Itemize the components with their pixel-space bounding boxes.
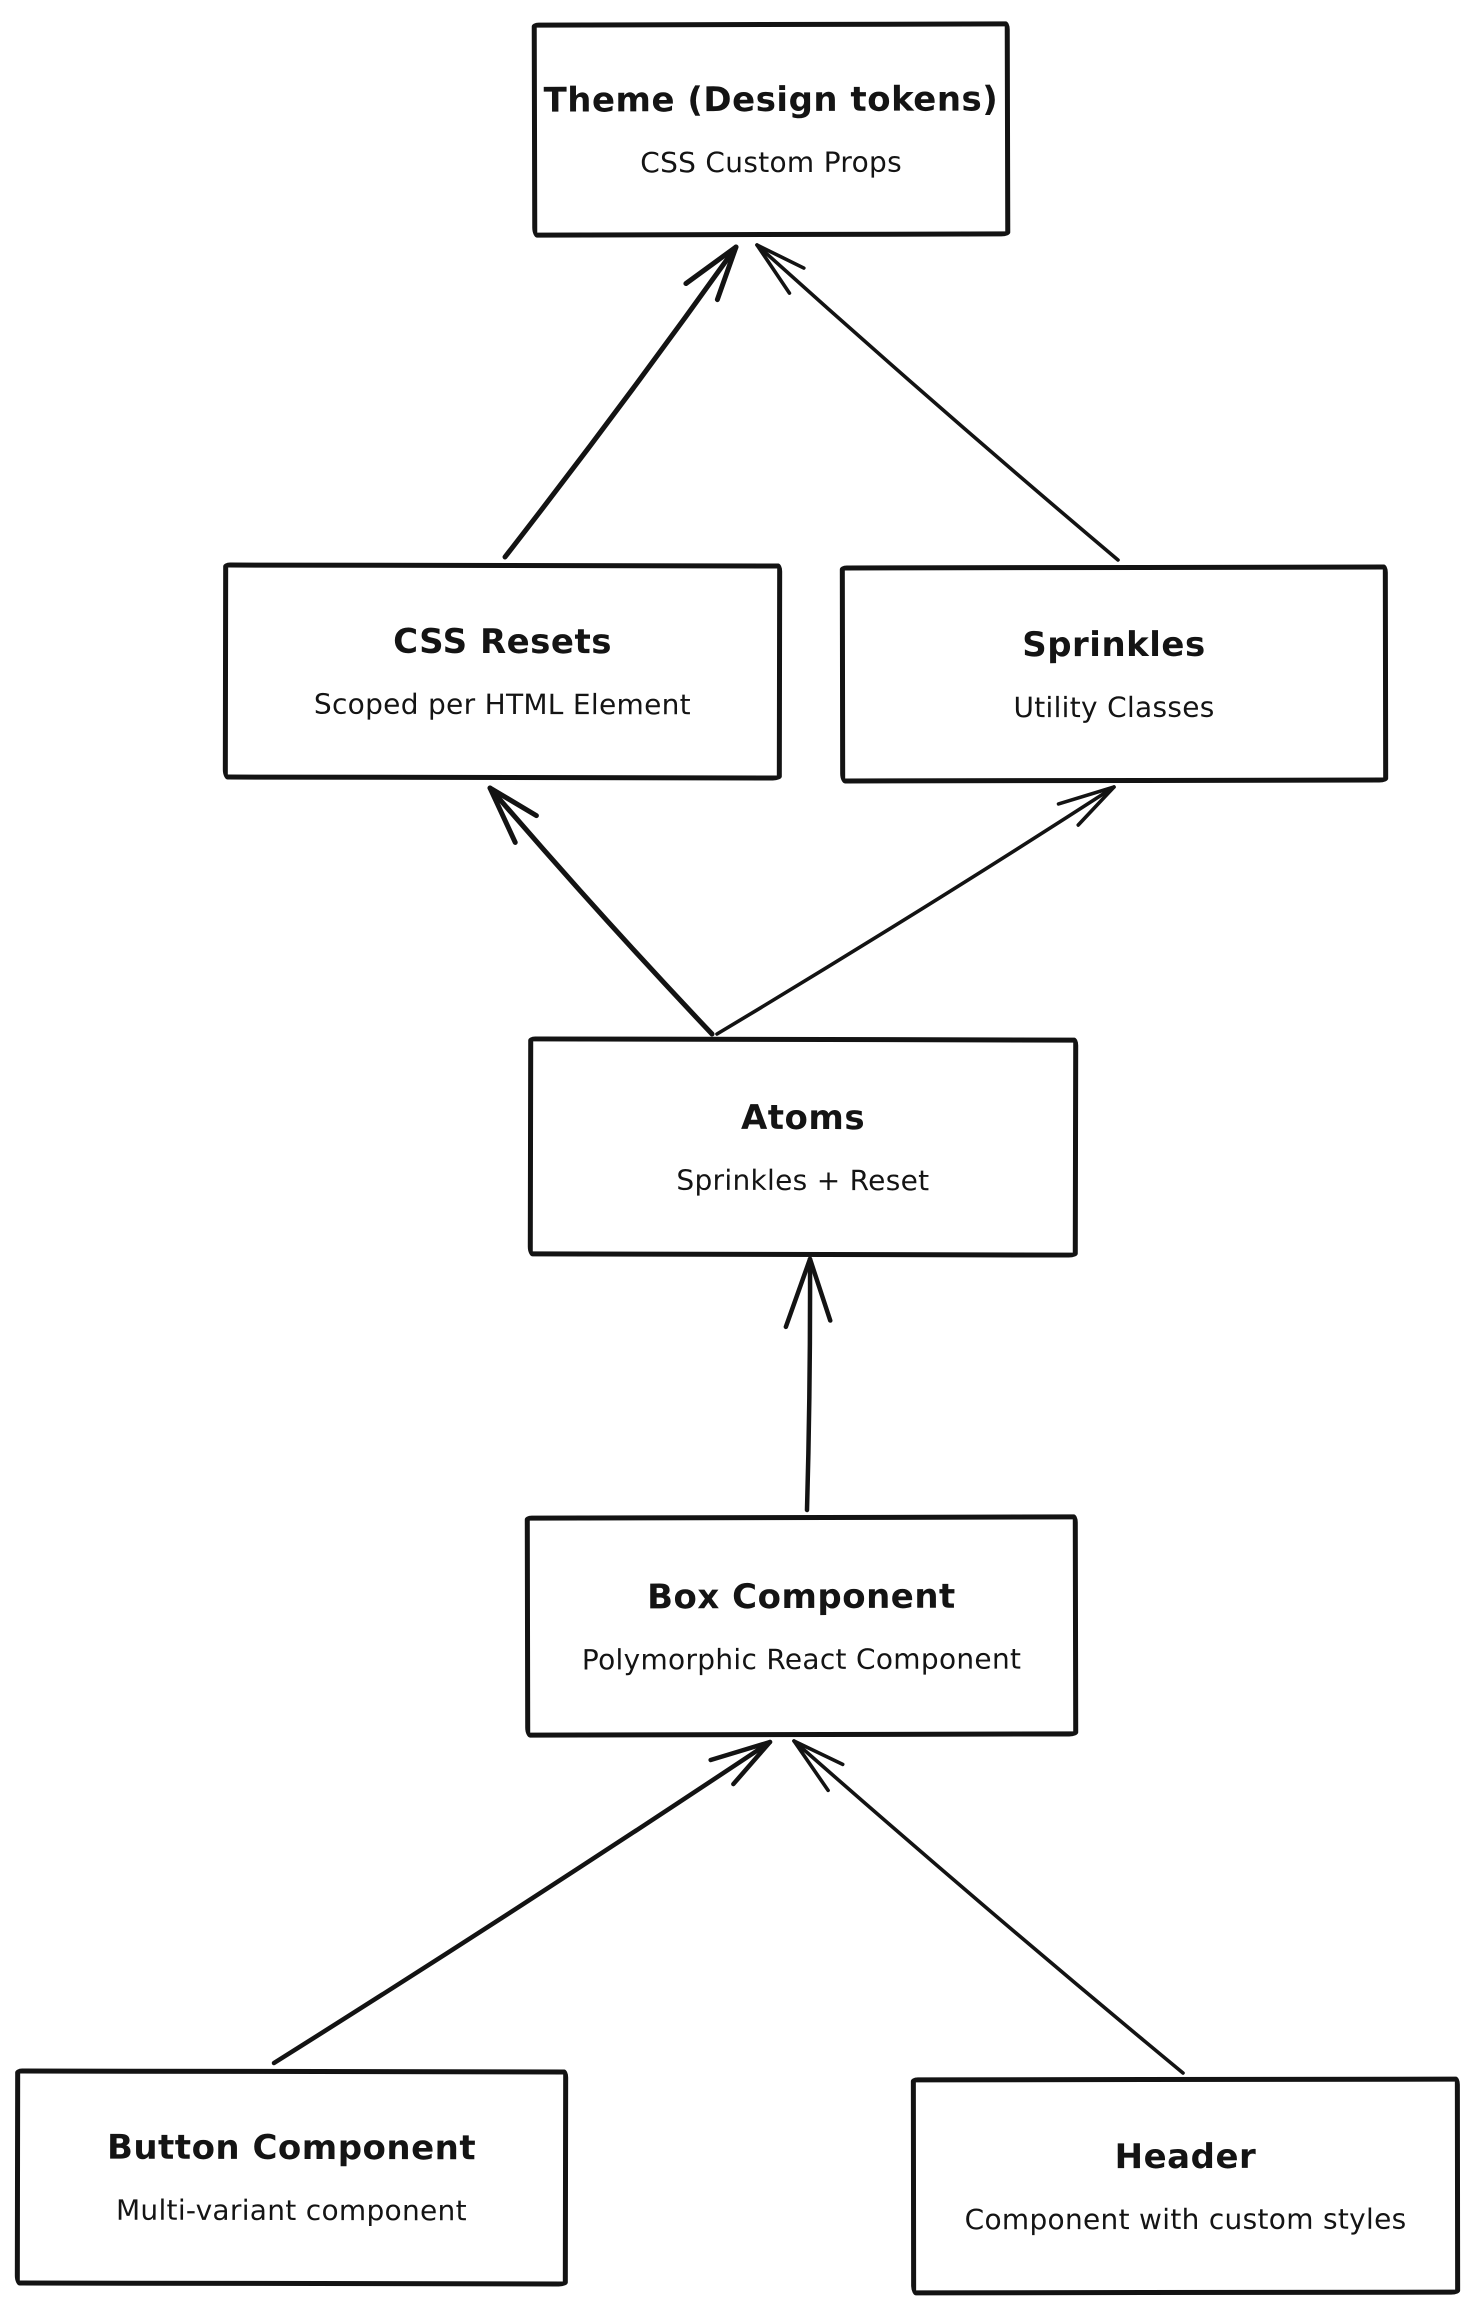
arrow-button-component-to-box-component [271, 1739, 773, 2066]
arrow-shaft [804, 1256, 813, 1513]
node-subtitle: Polymorphic React Component [581, 1642, 1022, 1676]
arrow-sprinkles-to-theme [755, 243, 1120, 562]
node-box-component: Box Component Polymorphic React Componen… [524, 1514, 1079, 1738]
node-css-resets: CSS Resets Scoped per HTML Element [222, 562, 783, 781]
node-title: Box Component [647, 1576, 956, 1617]
arrow-head [783, 1256, 833, 1330]
arrow-head [487, 785, 539, 845]
node-subtitle: Sprinkles + Reset [676, 1163, 930, 1197]
node-title: Atoms [740, 1097, 866, 1138]
node-header: Header Component with custom styles [910, 2076, 1461, 2296]
arrow-shaft [755, 243, 1120, 562]
arrow-atoms-to-css-resets [487, 785, 715, 1037]
node-subtitle: Scoped per HTML Element [313, 687, 691, 722]
arrow-head [792, 1739, 845, 1793]
arrow-atoms-to-sprinkles [715, 785, 1116, 1036]
arrow-shaft [271, 1739, 773, 2066]
node-theme: Theme (Design tokens) CSS Custom Props [531, 21, 1011, 238]
node-title: Theme (Design tokens) [543, 79, 999, 121]
node-title: Button Component [106, 2127, 477, 2169]
node-atoms: Atoms Sprinkles + Reset [527, 1036, 1079, 1258]
arrow-head [708, 1739, 773, 1787]
arrow-box-component-to-atoms [783, 1256, 833, 1513]
node-subtitle: Utility Classes [1013, 690, 1215, 724]
node-sprinkles: Sprinkles Utility Classes [839, 564, 1389, 784]
arrow-head [1056, 785, 1116, 827]
arrow-shaft [715, 785, 1116, 1036]
arrow-shaft [502, 244, 739, 560]
arrow-head [755, 243, 806, 295]
node-button-component: Button Component Multi-variant component [14, 2068, 569, 2287]
node-title: Header [1114, 2136, 1257, 2177]
node-subtitle: Component with custom styles [964, 2202, 1407, 2236]
node-subtitle: Multi-variant component [115, 2193, 467, 2228]
node-title: CSS Resets [393, 621, 613, 663]
arrow-css-resets-to-theme [502, 244, 739, 560]
arrow-header-to-box-component [792, 1739, 1185, 2075]
node-subtitle: CSS Custom Props [640, 145, 903, 180]
arrow-shaft [487, 785, 715, 1037]
arrow-head [683, 244, 739, 303]
node-title: Sprinkles [1022, 624, 1206, 665]
arrow-shaft [792, 1739, 1185, 2075]
